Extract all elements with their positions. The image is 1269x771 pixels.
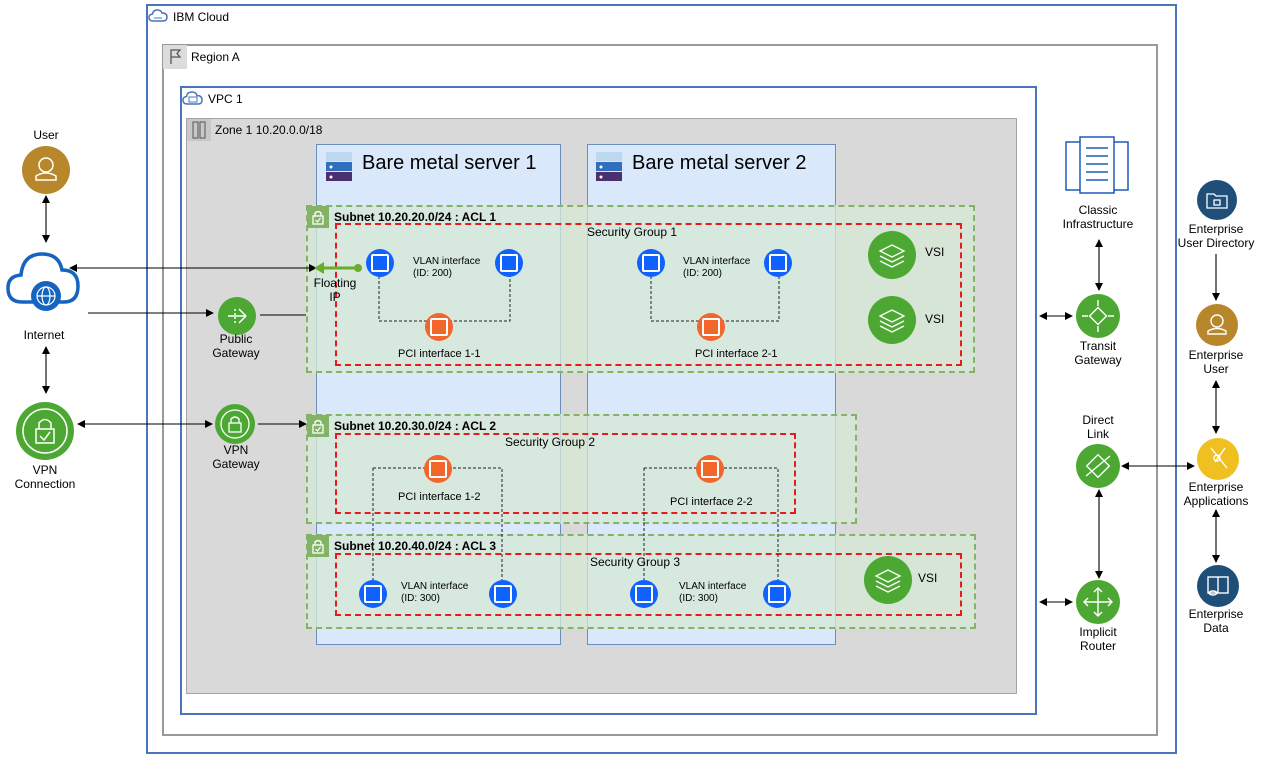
server-icon <box>596 152 622 187</box>
ibm-cloud-container <box>146 4 1177 754</box>
vpc-container <box>180 86 1037 715</box>
public-gateway-icon <box>218 297 256 335</box>
direct-link-label: Direct Link <box>1082 413 1114 441</box>
server-1-title: Bare metal server 1 <box>362 152 537 174</box>
enterprise-directory-icon <box>1197 180 1237 220</box>
internet-label: Internet <box>23 328 65 342</box>
server-2-title: Bare metal server 2 <box>632 152 807 174</box>
zone-label: Zone 1 10.20.0.0/18 <box>215 123 323 137</box>
subnet-1-label: Subnet 10.20.20.0/24 : ACL 1 <box>334 210 497 224</box>
enterprise-directory-label: Enterprise User Directory <box>1177 222 1255 250</box>
vlan-interface-icon <box>630 580 658 608</box>
pci-interface-label: PCI interface 2-1 <box>695 348 778 360</box>
server-icon <box>326 152 352 187</box>
vpn-gateway-icon <box>215 404 255 444</box>
vlan-interface-icon <box>763 580 791 608</box>
enterprise-applications-icon <box>1197 438 1239 480</box>
pci-interface-label: PCI interface 1-1 <box>398 348 481 360</box>
region-label: Region A <box>191 50 240 64</box>
public-gateway-label: Public Gateway <box>212 332 260 360</box>
pci-interface-icon <box>697 313 725 341</box>
vlan-interface-icon <box>359 580 387 608</box>
vlan-interface-icon <box>764 249 792 277</box>
region-flag-icon <box>163 45 187 69</box>
subnet-2-label: Subnet 10.20.30.0/24 : ACL 2 <box>334 419 497 433</box>
enterprise-data-icon <box>1197 565 1239 607</box>
vlan-interface-icon <box>366 249 394 277</box>
vlan-interface-label: VLAN interface (ID: 200) <box>413 256 481 279</box>
vsi-icon <box>864 556 912 604</box>
ibm-cloud-label: IBM Cloud <box>173 10 230 24</box>
enterprise-user-icon <box>1196 304 1238 346</box>
pci-interface-label: PCI interface 1-2 <box>398 491 481 503</box>
security-group-1 <box>335 223 962 366</box>
user-label: User <box>33 128 59 142</box>
enterprise-user-label: Enterprise User <box>1188 348 1244 376</box>
vpn-gateway-label: VPN Gateway <box>212 443 260 471</box>
transit-gateway-icon <box>1076 294 1120 338</box>
subnet-lock-icon <box>307 206 329 228</box>
security-group-3-label: Security Group 3 <box>590 555 681 569</box>
floating-ip-label: Floating IP <box>313 276 357 304</box>
internet-cloud-icon <box>6 244 80 325</box>
region-container <box>162 44 1158 736</box>
subnet-lock-icon <box>307 415 329 437</box>
vpc-label: VPC 1 <box>208 92 243 106</box>
vsi-icon <box>868 296 916 344</box>
security-group-2-label: Security Group 2 <box>505 435 596 449</box>
pci-interface-label: PCI interface 2-2 <box>670 496 753 508</box>
subnet-2 <box>306 414 857 524</box>
vpn-connection-label: VPN Connection <box>14 463 76 491</box>
ibm-cloud-icon <box>148 8 168 29</box>
security-group-2 <box>335 433 796 514</box>
vpc-icon <box>182 88 204 113</box>
vpn-connection-icon <box>16 402 74 460</box>
subnet-1 <box>306 205 975 373</box>
enterprise-data-label: Enterprise Data <box>1188 607 1244 635</box>
vlan-interface-label: VLAN interface (ID: 200) <box>683 256 751 279</box>
vlan-interface-icon <box>489 580 517 608</box>
pci-interface-icon <box>424 455 452 483</box>
classic-infrastructure-label: Classic Infrastructure <box>1062 203 1134 231</box>
pci-interface-icon <box>425 313 453 341</box>
vlan-interface-icon <box>495 249 523 277</box>
vsi-label: VSI <box>918 571 938 585</box>
zone-icon <box>187 119 211 141</box>
security-group-1-label: Security Group 1 <box>587 225 678 239</box>
subnet-lock-icon <box>307 535 329 557</box>
implicit-router-label: Implicit Router <box>1079 625 1117 653</box>
vsi-label: VSI <box>925 245 945 259</box>
vsi-label: VSI <box>925 312 945 326</box>
subnet-3-label: Subnet 10.20.40.0/24 : ACL 3 <box>334 539 497 553</box>
user-icon <box>22 146 70 194</box>
vlan-interface-label: VLAN interface (ID: 300) <box>401 581 469 604</box>
transit-gateway-label: Transit Gateway <box>1074 339 1122 367</box>
vlan-interface-icon <box>637 249 665 277</box>
direct-link-icon <box>1076 444 1120 488</box>
vlan-interface-label: VLAN interface (ID: 300) <box>679 581 747 604</box>
implicit-router-icon <box>1076 580 1120 624</box>
pci-interface-icon <box>696 455 724 483</box>
enterprise-applications-label: Enterprise Applications <box>1183 480 1249 508</box>
vsi-icon <box>868 231 916 279</box>
security-group-3 <box>335 553 962 616</box>
classic-infrastructure-icon <box>1064 136 1130 201</box>
